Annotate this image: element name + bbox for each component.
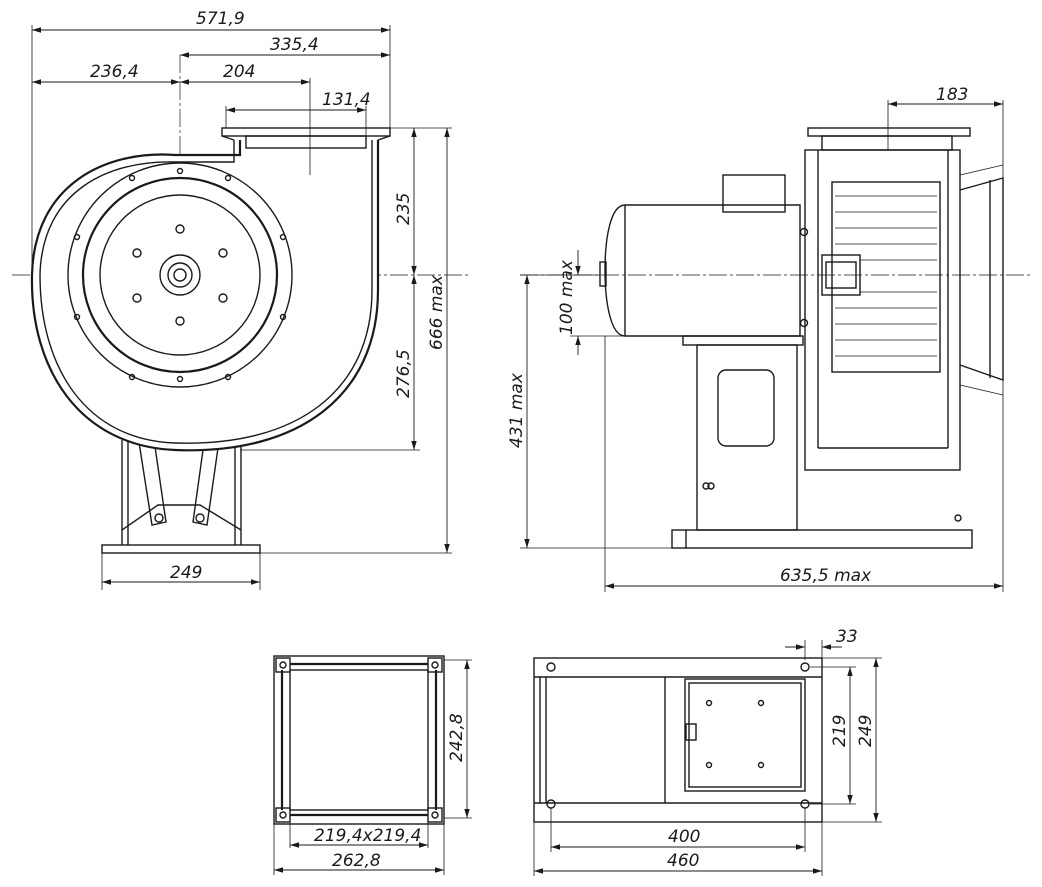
dim-front-outlet-inner: 131,4 <box>322 90 371 110</box>
dim-base-length: 460 <box>667 851 699 871</box>
dim-side-outlet-width: 183 <box>936 85 968 105</box>
front-view <box>12 25 470 590</box>
dim-flange-height: 242,8 <box>447 713 467 762</box>
dim-front-outlet-right: 335,4 <box>270 35 319 55</box>
front-inlet <box>67 162 293 388</box>
dim-front-overall-width: 571,9 <box>196 9 245 29</box>
dim-front-total-height: 666 max <box>427 274 447 350</box>
side-casing <box>799 127 1004 522</box>
dim-base-hole-offset: 33 <box>836 627 858 647</box>
side-base <box>671 335 973 549</box>
dim-flange-inner: 219,4x219,4 <box>314 826 421 846</box>
dim-front-axis-to-top: 235 <box>394 193 414 225</box>
front-base-stand <box>101 384 261 554</box>
dim-base-hole-span-x: 400 <box>668 827 700 847</box>
dim-side-axis-height: 431 max <box>507 372 527 448</box>
side-dimensions <box>520 100 1004 592</box>
dim-side-motor-offset: 100 max <box>557 259 577 335</box>
base-top-view <box>533 640 882 876</box>
dim-base-width: 249 <box>856 715 876 747</box>
front-scroll-casing <box>30 127 391 452</box>
side-motor <box>599 174 801 337</box>
dim-front-base-width: 249 <box>170 563 202 583</box>
dimension-labels: 571,9 335,4 236,4 204 131,4 235 276,5 66… <box>90 9 968 871</box>
flange-view <box>273 655 472 875</box>
dim-side-total-length: 635,5 max <box>780 566 872 586</box>
dim-base-hole-span-y: 219 <box>830 715 850 747</box>
side-view <box>520 100 1030 592</box>
dim-front-axis-to-bottom: 276,5 <box>394 349 414 398</box>
front-dimensions <box>31 25 452 590</box>
dim-flange-outer: 262,8 <box>332 851 381 871</box>
dim-front-left-to-axis: 236,4 <box>90 62 139 82</box>
dim-front-axis-to-outlet: 204 <box>223 62 255 82</box>
